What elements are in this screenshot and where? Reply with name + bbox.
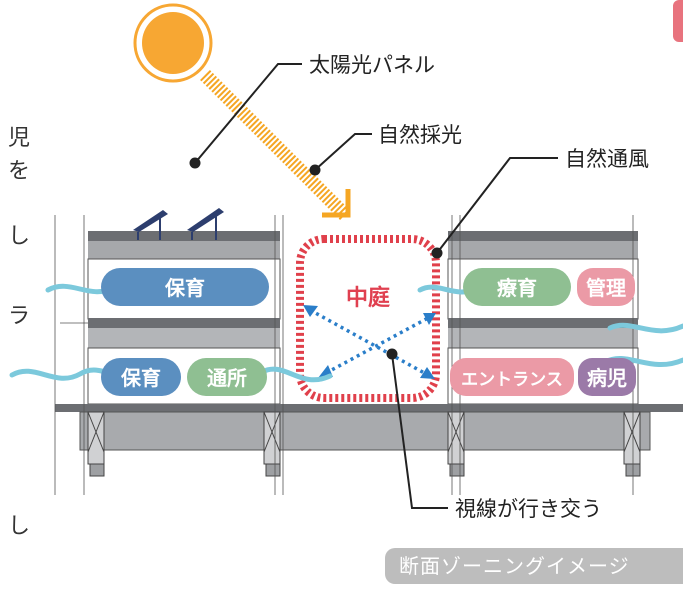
zone-lower-left-2: 通所 (187, 358, 267, 396)
left-text-fragment: を (8, 159, 31, 184)
callout-solar-panel: 太陽光パネル (309, 53, 435, 77)
page-corner-tab (673, 0, 683, 42)
svg-text:通所: 通所 (207, 366, 247, 390)
zone-lower-right-1: エントランス (450, 358, 574, 396)
zone-lower-right-2: 病児 (578, 358, 636, 396)
sightline-arrows (309, 308, 429, 377)
sun-icon (133, 3, 213, 83)
zone-upper-right-1: 療育 (463, 268, 571, 306)
left-text-fragment: し (8, 514, 31, 539)
zone-upper-left: 保育 (101, 268, 269, 306)
zone-lower-left-1: 保育 (101, 358, 181, 396)
callout-sightline: 視線が行き交う (455, 497, 602, 521)
left-text-fragment: ラ (8, 304, 31, 329)
svg-text:保育: 保育 (164, 276, 205, 300)
solar-panel-icon (133, 208, 224, 240)
diagram-caption: 断面ゾーニングイメージ (385, 548, 683, 584)
callout-daylight: 自然採光 (378, 123, 462, 147)
svg-text:療育: 療育 (497, 276, 537, 300)
svg-text:管理: 管理 (586, 276, 626, 300)
zone-upper-right-2: 管理 (577, 268, 635, 306)
svg-text:エントランス: エントランス (461, 370, 563, 390)
left-text-fragment: し (8, 224, 31, 249)
svg-text:病児: 病児 (587, 366, 627, 390)
courtyard-frame (296, 235, 440, 402)
leader-lines (194, 63, 558, 509)
sunlight-ray (200, 70, 351, 220)
left-text-fragment: 児 (8, 126, 31, 151)
courtyard-label: 中庭 (346, 285, 390, 311)
svg-text:保育: 保育 (120, 366, 161, 390)
leader-dots (189, 157, 443, 360)
callout-ventilation: 自然通風 (565, 147, 649, 171)
